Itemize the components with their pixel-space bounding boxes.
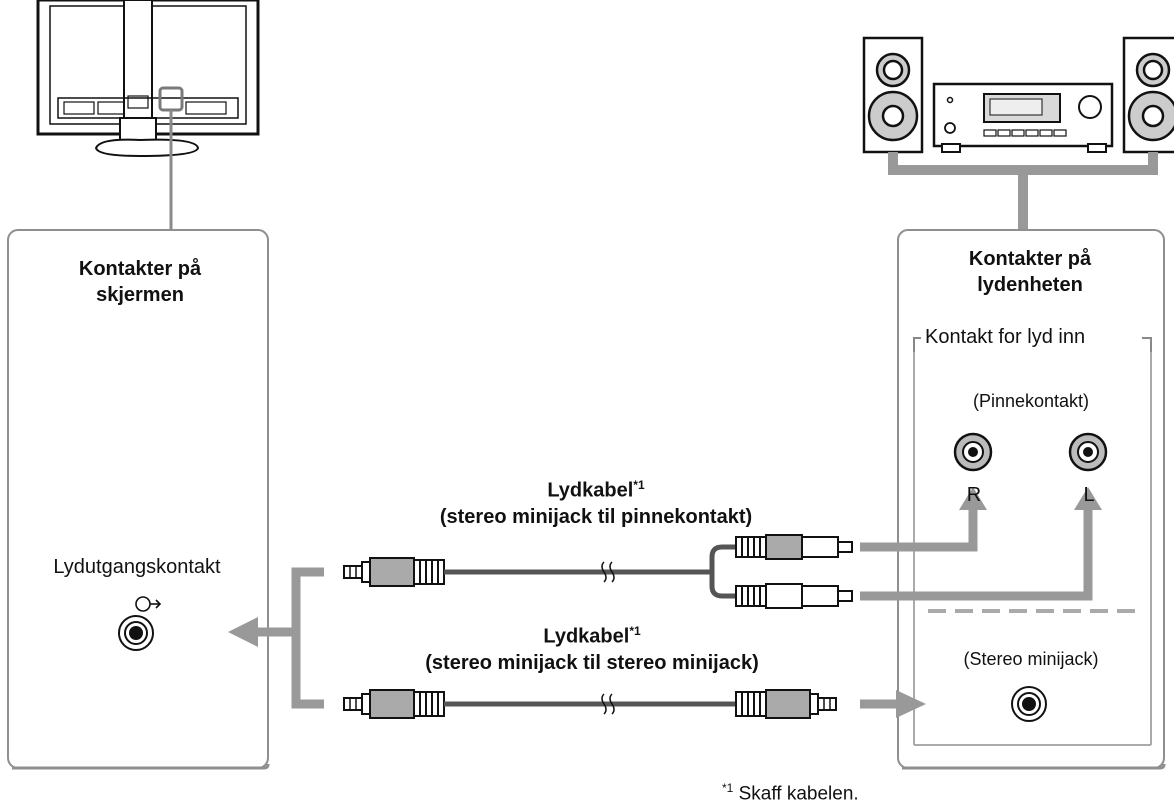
speaker-icon: [862, 36, 924, 154]
audio-device-connectors-title: Kontakter på lydenheten: [969, 246, 1091, 298]
minijack-plug-icon: [343, 689, 445, 719]
footnote: *1 Skaff kabelen.: [722, 776, 859, 806]
minijack-plug-icon: [735, 689, 837, 719]
pin-connector-label: (Pinnekontakt): [972, 391, 1090, 411]
minijack-cable-footnote-mark: *1: [629, 624, 641, 638]
minijack-plug-icon: [343, 557, 445, 587]
footnote-text: Skaff kabelen.: [738, 783, 859, 805]
audio-output-icon: [135, 596, 162, 612]
rca-cable-footnote-mark: *1: [633, 478, 645, 492]
audio-output-label: Lydutgangskontakt: [53, 556, 221, 578]
footnote-mark: *1: [722, 781, 734, 795]
rca-jack-icon: [953, 432, 993, 472]
monitor-title-line2: skjermen: [96, 284, 184, 306]
right-channel-label: R: [966, 484, 982, 506]
monitor-icon: [36, 0, 260, 158]
audio-receiver-icon: [932, 82, 1114, 153]
left-channel-label: L: [1083, 484, 1095, 506]
monitor-title-line1: Kontakter på: [78, 258, 202, 280]
stereo-minijack-label: (Stereo minijack): [963, 649, 1099, 669]
audio-input-group-label: Kontakt for lyd inn: [922, 324, 1089, 350]
minijack-cable-label: Lydkabel*1 (stereo minijack til stereo m…: [425, 618, 758, 676]
monitor-connectors-title: Kontakter på skjermen: [79, 256, 201, 308]
rca-cable-name: Lydkabel: [547, 479, 634, 502]
minijack-input-icon: [1011, 686, 1047, 722]
rca-plug-icon: [735, 583, 853, 609]
speaker-icon: [1122, 36, 1174, 154]
minijack-cable-name: Lydkabel: [543, 625, 630, 648]
minijack-cable-desc: (stereo minijack til stereo minijack): [425, 651, 759, 674]
rca-cable-label: Lydkabel*1 (stereo minijack til pinnekon…: [440, 472, 752, 530]
rca-jack-icon: [1068, 432, 1108, 472]
audio-title-line1: Kontakter på: [968, 248, 1092, 270]
output-jack-icon: [118, 615, 154, 651]
rca-plug-icon: [735, 534, 853, 560]
audio-title-line2: lydenheten: [977, 274, 1083, 296]
rca-cable-desc: (stereo minijack til pinnekontakt): [439, 505, 753, 528]
